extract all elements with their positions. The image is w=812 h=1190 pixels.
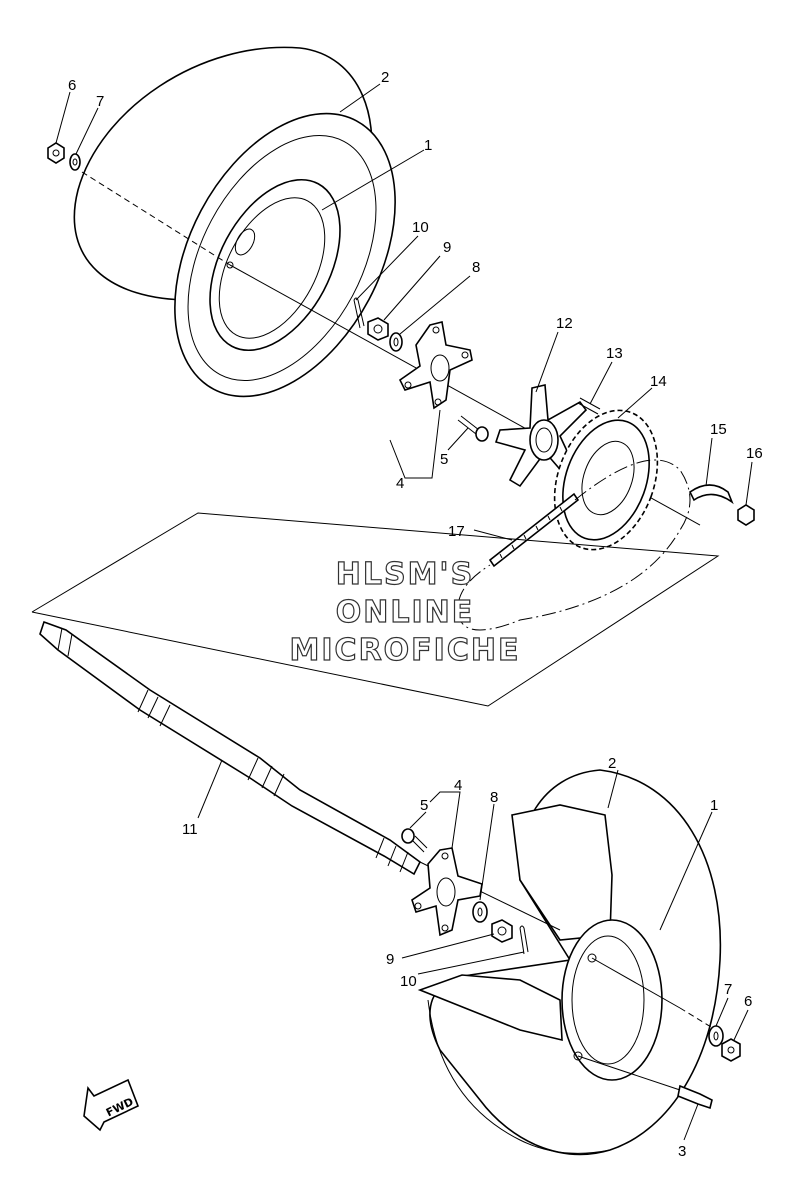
top-washer-8 — [389, 332, 403, 352]
callout-9-top: 9 — [443, 239, 451, 256]
top-hub-4 — [398, 321, 473, 410]
bottom-rim — [561, 919, 663, 1081]
callout-3-bottom: 3 — [678, 1143, 686, 1160]
bottom-centerline-b — [679, 1007, 717, 1031]
bottom-cotter-pin-10 — [519, 925, 529, 955]
top-centerline-outer — [81, 171, 231, 266]
callout-15: 15 — [710, 421, 727, 438]
callout-2-top: 2 — [381, 69, 389, 86]
callout-17: 17 — [448, 523, 465, 540]
callout-14: 14 — [650, 373, 667, 390]
watermark-line-3: MICROFICHE — [290, 633, 521, 668]
callout-4-bottom: 4 — [454, 777, 462, 794]
callout-4-top: 4 — [396, 475, 404, 492]
valve-centerline — [577, 1055, 681, 1091]
leader-lines — [55, 83, 753, 1141]
callout-6-top: 6 — [68, 77, 76, 94]
chain-guide-15 — [688, 484, 734, 505]
top-bolt-5 — [457, 415, 489, 442]
callout-7-bottom: 7 — [724, 981, 732, 998]
valve-stem-3 — [677, 1084, 713, 1110]
bottom-hub-4 — [411, 847, 483, 937]
callout-8-top: 8 — [472, 259, 480, 276]
bottom-washer-8 — [472, 901, 488, 923]
callout-labels: 6 7 2 1 10 9 8 12 13 14 15 16 5 4 17 11 … — [68, 69, 763, 1160]
bottom-castle-nut-9 — [491, 919, 513, 943]
rear-axle-11 — [39, 620, 422, 876]
callout-8-bottom: 8 — [490, 789, 498, 806]
bottom-bolt-5 — [401, 828, 428, 853]
top-castle-nut-9 — [367, 317, 389, 341]
callout-10-top: 10 — [412, 219, 429, 236]
callout-13: 13 — [606, 345, 623, 362]
callout-1-top: 1 — [424, 137, 432, 154]
callout-12: 12 — [556, 315, 573, 332]
callout-16: 16 — [746, 445, 763, 462]
drive-chain-17 — [488, 492, 580, 568]
callout-6-bottom: 6 — [744, 993, 752, 1010]
fwd-arrow-icon: FWD — [83, 1078, 140, 1132]
nut-16 — [737, 504, 755, 526]
chain-loop-outline — [457, 459, 691, 631]
callout-5-bottom: 5 — [420, 797, 428, 814]
callout-7-top: 7 — [96, 93, 104, 110]
bottom-nut-6 — [721, 1038, 741, 1062]
watermark: HLSM'S ONLINE MICROFICHE — [289, 556, 521, 668]
callout-9-bottom: 9 — [386, 951, 394, 968]
top-nut-6 — [47, 142, 65, 164]
callout-1-bottom: 1 — [710, 797, 718, 814]
top-washer-7 — [69, 153, 81, 171]
callout-10-bottom: 10 — [400, 973, 417, 990]
sprocket-14 — [553, 409, 659, 551]
callout-2-bottom: 2 — [608, 755, 616, 772]
axle-envelope — [31, 512, 720, 707]
bottom-centerline-a — [591, 957, 681, 1009]
callout-5-top: 5 — [440, 451, 448, 468]
bottom-washer-7 — [708, 1025, 724, 1047]
top-cotter-pin-10 — [353, 297, 365, 329]
watermark-line-2: ONLINE — [336, 595, 475, 630]
watermark-line-1: HLSM'S — [336, 557, 474, 592]
callout-11: 11 — [182, 821, 198, 838]
